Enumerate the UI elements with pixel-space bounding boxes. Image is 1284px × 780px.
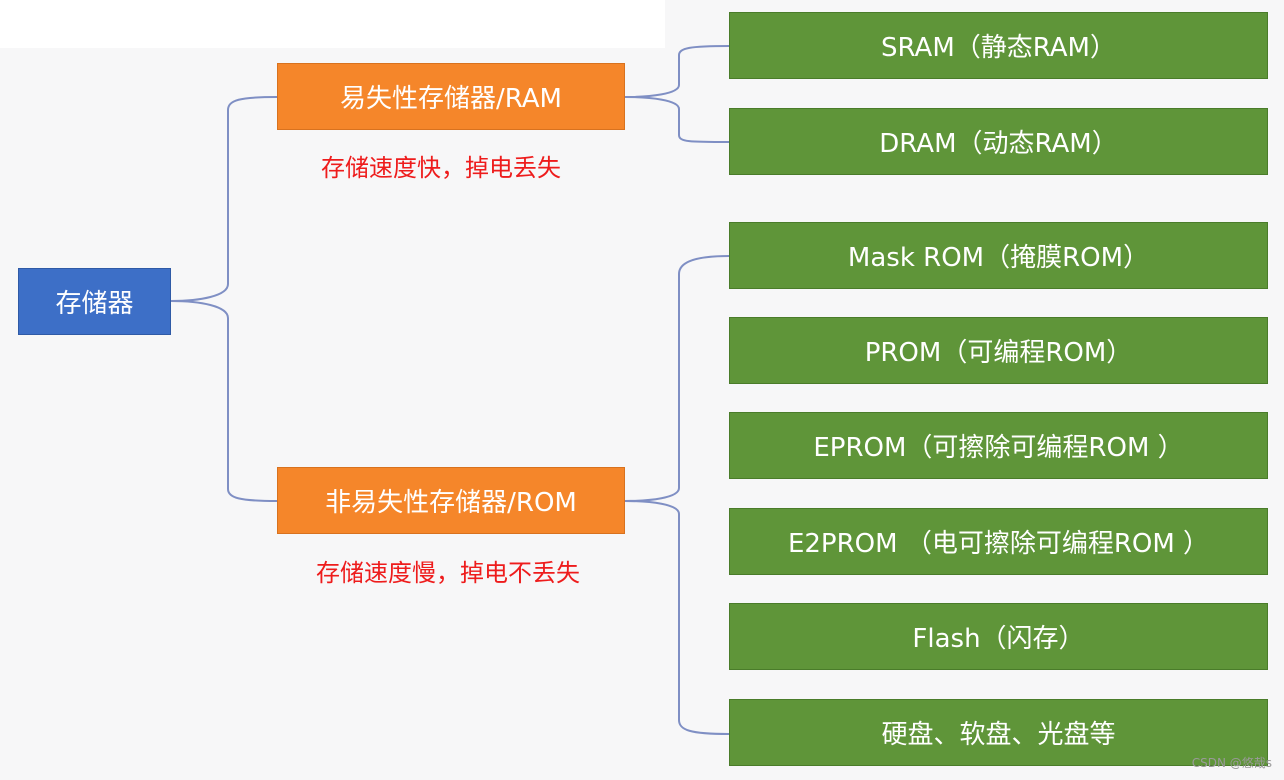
leaf-node-mask-rom: Mask ROM（掩膜ROM） (729, 222, 1268, 289)
connector-root-rom (170, 300, 278, 502)
leaf-node-dram: DRAM（动态RAM） (729, 108, 1268, 175)
leaf-node-flash: Flash（闪存） (729, 603, 1268, 670)
rom-note: 存储速度慢，掉电不丢失 (316, 559, 580, 587)
connector-ram-sram (624, 45, 730, 98)
ram-note: 存储速度快，掉电丢失 (321, 154, 561, 182)
leaf-node-prom: PROM（可编程ROM） (729, 317, 1268, 384)
root-node-storage: 存储器 (18, 268, 171, 335)
watermark: CSDN @悠哉s (1191, 756, 1272, 770)
connector-rom-others (624, 500, 730, 735)
leaf-node-eprom: EPROM（可擦除可编程ROM ） (729, 412, 1268, 479)
leaf-node-sram: SRAM（静态RAM） (729, 12, 1268, 79)
leaf-node-disks: 硬盘、软盘、光盘等 (729, 699, 1268, 766)
connector-root-ram (170, 96, 278, 302)
connector-rom-maskrom (624, 255, 730, 502)
connector-ram-dram (624, 96, 730, 143)
category-node-rom: 非易失性存储器/ROM (277, 467, 625, 534)
leaf-node-e2prom: E2PROM （电可擦除可编程ROM ） (729, 508, 1268, 575)
category-node-ram: 易失性存储器/RAM (277, 63, 625, 130)
top-background-band (0, 0, 665, 48)
